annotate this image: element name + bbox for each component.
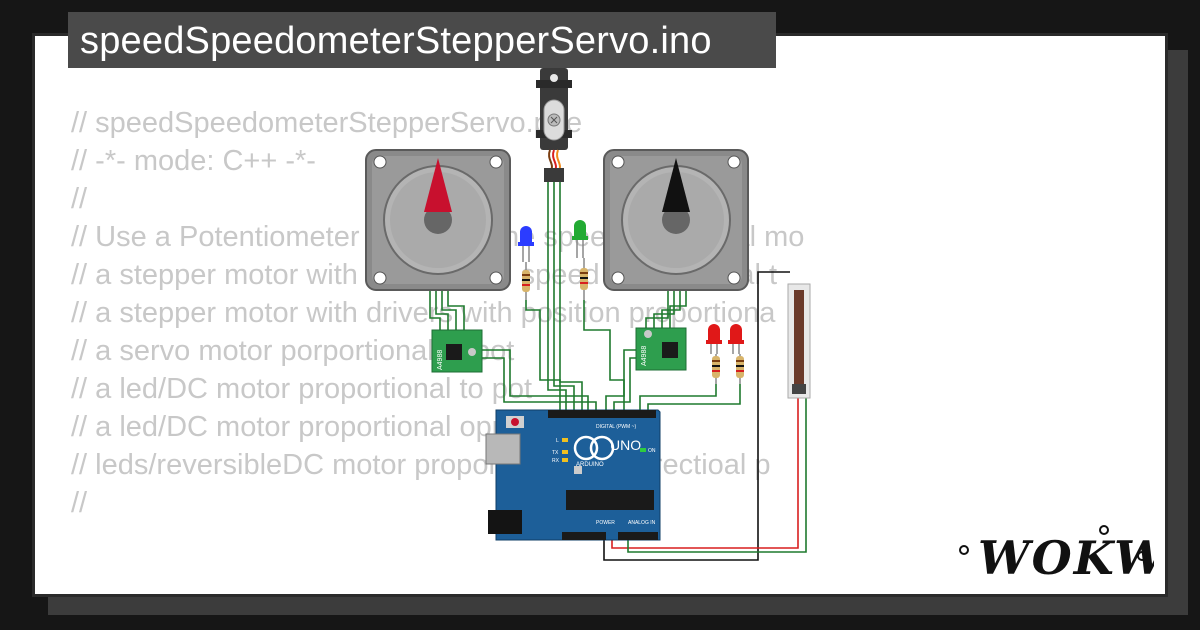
code-line: // speedSpeedometerStepperServo.pde (71, 107, 583, 139)
led-green (572, 220, 588, 258)
power-header-label: POWER (596, 520, 615, 526)
on-label: ON (648, 448, 656, 454)
resistor (522, 262, 530, 300)
rx-label: RX (552, 458, 560, 464)
slide-potentiometer (787, 283, 811, 399)
power-header-pins (562, 532, 606, 540)
arduino-infinity-icon (573, 435, 599, 461)
code-line: // a led/DC motor proportional to pot (71, 373, 533, 405)
reset-button (511, 418, 519, 426)
wokwi-logo-text: WOKWi (978, 531, 1154, 584)
arduino-uno-board: UNO ARDUINO DIGITAL (PWM ~) POWER ANALOG… (485, 409, 661, 541)
driver-label: A4988 (437, 350, 444, 370)
atmega-chip (566, 490, 654, 510)
led-blue (518, 226, 534, 262)
needle-icon (424, 158, 452, 212)
tx-label: TX (552, 450, 559, 456)
analog-header-label: ANALOG IN (628, 520, 656, 526)
code-line: // -*- mode: C++ -*- (71, 145, 316, 177)
code-line: // (71, 487, 88, 519)
digital-header-label: DIGITAL (PWM ~) (596, 424, 636, 430)
driver-label: A4988 (641, 346, 648, 366)
analog-header-pins (618, 532, 658, 540)
servo-motor (536, 68, 572, 182)
stepper-driver-right: A4988 (635, 327, 687, 371)
code-line: // a stepper motor with drivers with pos… (71, 297, 776, 329)
stepper-driver-left: A4988 (431, 329, 483, 373)
code-line: // (71, 183, 88, 215)
usb-port (485, 433, 521, 465)
l-label: L (556, 438, 559, 444)
led-red (706, 324, 722, 384)
project-title: speedSpeedometerStepperServo.ino (80, 20, 712, 62)
power-jack (488, 510, 522, 534)
led-red (728, 324, 744, 384)
arduino-model: UNO (610, 437, 641, 453)
digital-header (548, 410, 656, 418)
project-title-bar: speedSpeedometerStepperServo.ino (68, 12, 776, 68)
needle-icon (662, 158, 690, 212)
wokwi-logo: WOKWi (959, 525, 1154, 584)
arduino-brand: ARDUINO (576, 462, 604, 468)
resistor (580, 258, 588, 300)
stepper-motor-left (365, 149, 511, 291)
stepper-motor-right (603, 149, 749, 291)
wires (429, 182, 807, 561)
